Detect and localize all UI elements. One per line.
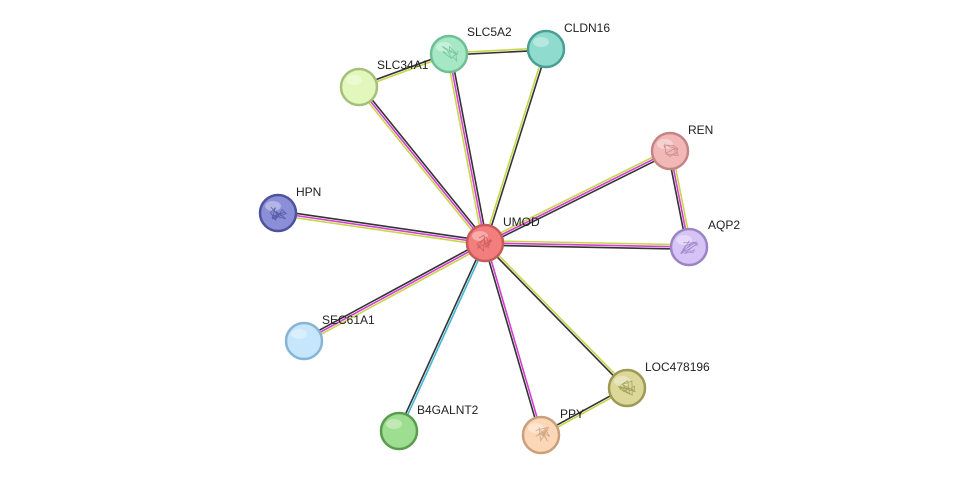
edge-evidence-line: [450, 53, 488, 243]
protein-structure-icon: [269, 206, 287, 221]
node-label: B4GALNT2: [417, 403, 479, 417]
node-label: PPY: [560, 407, 584, 421]
edge-umod-loc478196[interactable]: [483, 241, 629, 390]
protein-structure-icon: [535, 426, 550, 442]
edge-evidence-line: [277, 212, 486, 244]
node-label: SEC61A1: [322, 313, 375, 327]
edge-umod-slc34a1[interactable]: [356, 85, 488, 245]
edge-evidence-line: [278, 210, 486, 242]
node-label: UMOD: [503, 215, 540, 229]
node-hpn[interactable]: HPN: [258, 185, 321, 233]
node-highlight: [265, 201, 281, 211]
edge-evidence-line: [485, 242, 543, 435]
edge-evidence-line: [483, 148, 670, 242]
node-highlight: [528, 423, 544, 433]
node-cldn16[interactable]: CLDN16: [526, 21, 610, 69]
node-circle: [284, 321, 324, 361]
node-label: SLC5A2: [467, 25, 512, 39]
edge-evidence-line: [448, 53, 486, 244]
node-label: AQP2: [708, 218, 740, 232]
protein-structure-icon: [441, 45, 459, 63]
edge-evidence-line: [484, 244, 689, 250]
node-label: HPN: [296, 185, 321, 199]
edge-evidence-line: [399, 243, 487, 432]
node-ppy[interactable]: PPY: [521, 407, 584, 455]
edge-umod-aqp2[interactable]: [484, 240, 690, 250]
edge-evidence-line: [397, 242, 485, 431]
edge-evidence-line: [485, 241, 629, 388]
node-slc34a1[interactable]: SLC34A1: [339, 58, 429, 107]
edge-evidence-line: [483, 243, 627, 390]
edge-evidence-line: [302, 240, 485, 340]
node-highlight: [346, 75, 362, 85]
node-highlight: [676, 235, 692, 245]
node-ren[interactable]: REN: [650, 123, 713, 171]
node-circle: [521, 415, 561, 455]
protein-structure-icon: [617, 380, 636, 396]
node-circle: [379, 411, 419, 451]
edge-umod-b4galnt2[interactable]: [397, 242, 487, 432]
edge-umod-ren[interactable]: [483, 148, 672, 246]
protein-structure-icon: [476, 234, 493, 252]
protein-structure-icon: [680, 240, 699, 255]
edge-umod-ppy[interactable]: [483, 242, 543, 436]
node-label: LOC478196: [645, 360, 710, 374]
edge-evidence-line: [277, 214, 485, 246]
node-aqp2[interactable]: AQP2: [669, 218, 740, 267]
edge-evidence-line: [483, 243, 541, 436]
node-highlight: [386, 419, 402, 429]
node-highlight: [291, 329, 307, 339]
edge-evidence-line: [484, 242, 690, 248]
node-label: CLDN16: [564, 21, 610, 35]
node-circle: [526, 29, 566, 69]
edge-umod-sec61a1[interactable]: [302, 240, 487, 344]
edge-evidence-line: [485, 152, 672, 246]
edge-evidence-line: [483, 48, 546, 243]
node-highlight: [533, 37, 549, 47]
network-edges: [277, 47, 692, 437]
node-slc5a2[interactable]: SLC5A2: [429, 25, 512, 74]
edge-evidence-line: [360, 85, 488, 243]
edge-umod-slc5a2[interactable]: [446, 53, 488, 244]
edge-umod-cldn16[interactable]: [483, 48, 548, 244]
edge-evidence-line: [485, 49, 548, 244]
node-circle: [339, 67, 379, 107]
protein-structure-icon: [663, 143, 679, 158]
node-umod[interactable]: UMOD: [465, 215, 540, 263]
edge-evidence-line: [358, 86, 486, 244]
edge-evidence-line: [303, 242, 486, 342]
node-highlight: [472, 231, 488, 241]
edge-evidence-line: [304, 244, 487, 344]
edge-umod-hpn[interactable]: [277, 210, 486, 246]
edge-evidence-line: [356, 87, 484, 245]
node-label: REN: [688, 123, 713, 137]
node-label: SLC34A1: [377, 58, 429, 72]
edge-evidence-line: [485, 240, 690, 246]
node-sec61a1[interactable]: SEC61A1: [284, 313, 375, 361]
edge-evidence-line: [484, 150, 671, 244]
edge-evidence-line: [446, 54, 484, 244]
node-b4galnt2[interactable]: B4GALNT2: [379, 403, 479, 451]
node-loc478196[interactable]: LOC478196: [607, 360, 710, 408]
